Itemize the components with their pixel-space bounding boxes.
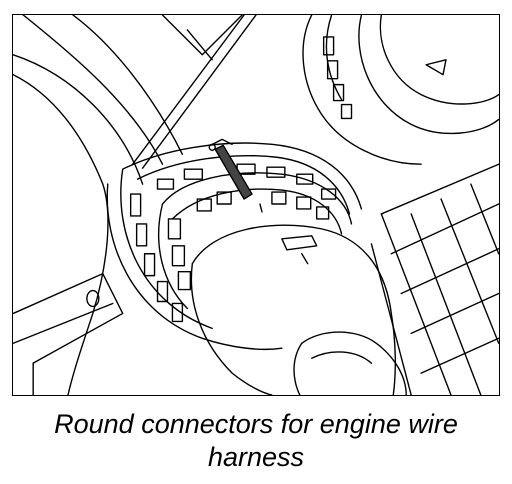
lattice-grille xyxy=(370,163,499,395)
tube-end xyxy=(293,331,407,395)
locking-bar xyxy=(214,144,263,213)
diagonal-rod xyxy=(131,15,257,169)
knurled-collar xyxy=(157,172,353,310)
main-connector-ring xyxy=(106,138,363,351)
connector-body xyxy=(190,224,396,395)
caption-line-2: harness xyxy=(207,442,305,472)
secondary-connector xyxy=(302,15,499,165)
connector-line-drawing xyxy=(13,15,499,395)
caption-line-1: Round connectors for engine wire xyxy=(54,409,458,439)
illustration-frame xyxy=(12,14,500,396)
figure-caption: Round connectors for engine wire harness xyxy=(0,408,512,474)
background-housing xyxy=(13,15,184,395)
